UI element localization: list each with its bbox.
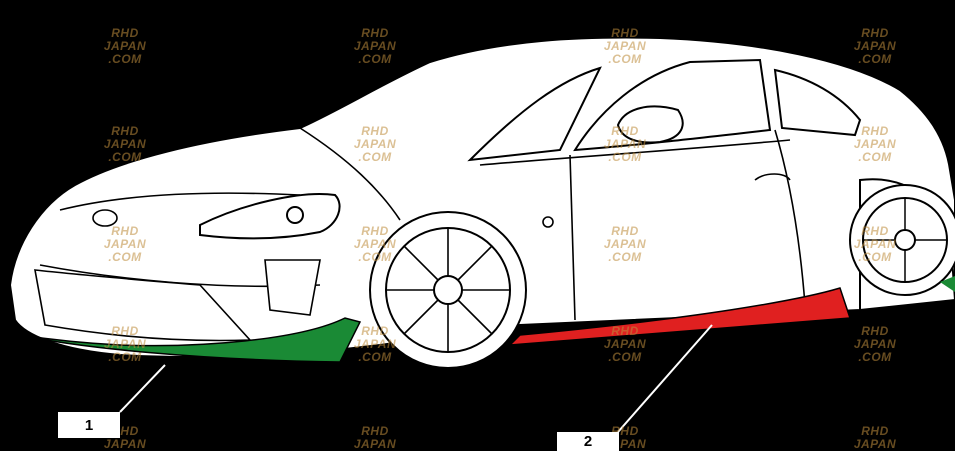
side-skirt xyxy=(508,287,852,346)
rear-wheel xyxy=(849,184,955,296)
front-grille xyxy=(34,209,321,342)
front-wheel xyxy=(369,211,527,369)
callout-2-number: 2 xyxy=(583,433,593,450)
headlight xyxy=(199,193,341,240)
callout-1-label: 1 xyxy=(58,412,120,438)
callout-1-number: 1 xyxy=(84,416,94,434)
callout-2-label: 2 xyxy=(557,432,619,451)
callout-2-leader xyxy=(617,324,713,433)
front-lip-spoiler xyxy=(19,317,362,363)
callout-1-leader xyxy=(119,364,166,413)
rear-wheel-accent xyxy=(940,276,955,292)
side-mirror xyxy=(616,105,684,144)
